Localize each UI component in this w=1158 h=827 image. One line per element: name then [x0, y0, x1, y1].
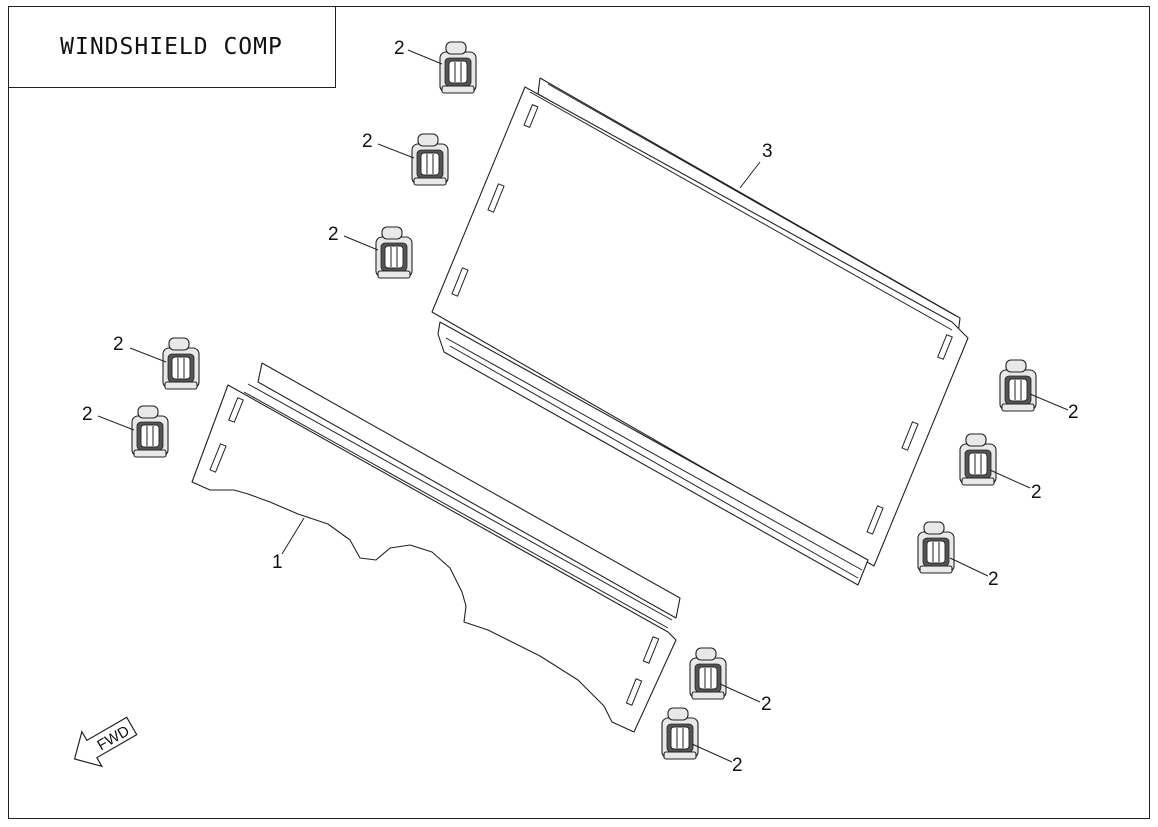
clip-part-2: [162, 337, 200, 390]
title-block: WINDSHIELD COMP: [8, 6, 336, 88]
callout-part-2: 2: [113, 334, 124, 355]
slot: [642, 636, 660, 664]
drawing-frame: [8, 6, 1150, 819]
slot: [937, 334, 953, 360]
slot: [866, 505, 884, 535]
page-title: WINDSHIELD COMP: [60, 33, 283, 60]
clip-part-2: [917, 521, 955, 574]
callout-part-2: 2: [732, 755, 743, 776]
slot: [487, 183, 505, 213]
callout-part-2: 2: [362, 131, 373, 152]
clip-part-2: [661, 707, 699, 760]
clip-part-2: [131, 405, 169, 458]
clip-part-2: [689, 647, 727, 700]
panel-part-1: [191, 362, 681, 733]
slot: [209, 443, 227, 473]
callout-part-2: 2: [761, 694, 772, 715]
leader-lines: [97, 49, 1069, 763]
callout-part-2: 2: [394, 38, 405, 59]
slot: [901, 421, 919, 451]
callout-part-2: 2: [82, 404, 93, 425]
panel-part-3: [431, 77, 969, 586]
clip-part-2: [959, 433, 997, 486]
clip-part-2: [439, 41, 477, 94]
callout-part-3: 3: [762, 141, 773, 162]
callout-part-1: 1: [272, 552, 283, 573]
callout-part-2: 2: [1068, 402, 1079, 423]
fwd-arrow-icon: FWD: [73, 716, 138, 768]
slot: [523, 104, 539, 128]
clip-part-2: [999, 359, 1037, 412]
slot: [625, 678, 643, 706]
slot: [451, 267, 469, 297]
clip-part-2: [411, 133, 449, 186]
callout-part-2: 2: [988, 569, 999, 590]
callout-part-2: 2: [1031, 482, 1042, 503]
slot: [228, 397, 244, 423]
clip-part-2: [375, 226, 413, 279]
callout-part-2: 2: [328, 224, 339, 245]
